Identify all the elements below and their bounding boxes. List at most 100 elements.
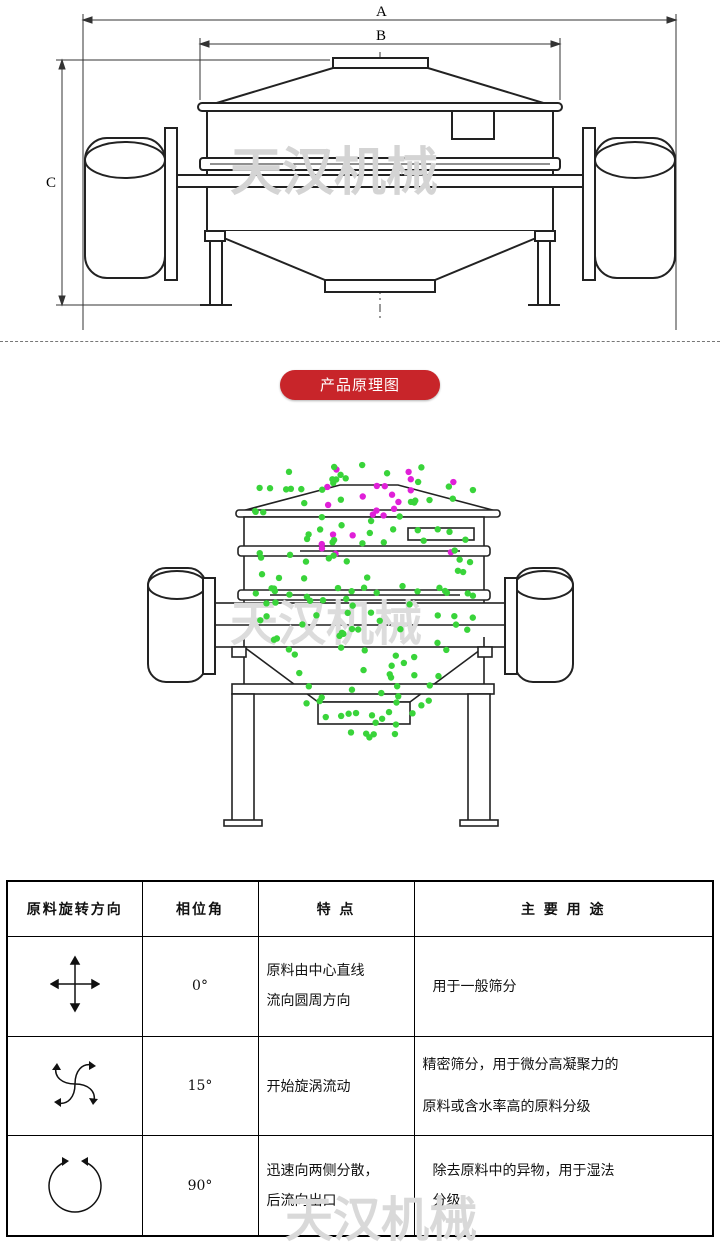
fine-particle [449,495,456,502]
fine-particle [436,584,443,592]
fine-particle [348,686,356,693]
phase-angle-15: 15° [141,1035,259,1137]
fine-particle [414,526,421,534]
fine-particle [334,584,342,592]
fine-particle [435,672,442,680]
phase-angle-0: 0° [141,936,259,1037]
fine-particle [342,475,349,482]
sieve-body [174,57,586,306]
fine-particle [305,531,312,538]
fine-particle [298,485,305,493]
usage-line: 用于一般筛分 [432,979,517,996]
fine-particle [396,513,403,520]
oversize-particle [318,545,326,552]
usage-line: 精密筛分，用于微分高凝聚力的 [422,1056,619,1073]
fine-particle [330,463,338,471]
fine-particle [316,526,324,533]
fine-particle [358,461,366,469]
phase-angle-90: 90° [141,1135,259,1237]
fine-particle [451,547,458,554]
fine-particle [370,731,377,738]
fine-particle [409,710,416,717]
fine-particle [337,712,345,720]
mid-watermark: 天汉机械 [230,596,422,652]
right-motor [582,127,676,281]
oversize-particle [381,482,388,490]
fine-particle [325,555,333,562]
feature-cell: 开始旋涡流动 [257,1035,415,1137]
fine-particle [318,486,326,493]
header-features: 特 点 [257,880,415,937]
fine-particle [392,721,400,728]
fine-particle [456,556,463,563]
fine-particle [285,468,293,476]
fine-particle [426,496,433,504]
fine-particle [305,683,313,690]
fine-particle [345,710,352,717]
fine-particle [287,485,295,493]
fine-particle [464,626,471,633]
fine-particle [462,536,469,543]
fine-particle [378,689,385,697]
fine-particle [425,697,432,704]
fine-particle [452,621,460,628]
fine-particle [343,595,350,603]
fine-particle [260,509,267,516]
fine-particle [352,709,360,717]
oversize-particle [450,478,457,486]
fine-particle [372,719,379,726]
section-title-badge: 产品原理图 [280,370,440,400]
fine-particle [270,585,278,592]
dimension-c-label: C [46,175,56,191]
oversize-particle [373,482,381,490]
fine-particle [349,602,356,609]
fine-particle [318,694,325,701]
fine-particle [354,626,362,633]
fine-particle [266,485,274,492]
dimension-b-label: B [376,28,386,44]
fine-particle [406,601,413,608]
fine-particle [367,609,375,616]
oversize-particle [369,511,377,518]
usage-cell: 除去原料中的异物，用于湿法 分级 [413,1135,714,1237]
fine-particle [319,597,327,604]
header-phase-angle: 相位角 [141,880,259,937]
oversize-particle [329,531,337,538]
fine-particle [434,639,441,647]
left-motor [84,127,178,281]
fine-particle [322,713,329,721]
fine-particle [469,592,477,599]
fine-particle [282,486,290,493]
section-divider [0,341,720,342]
fine-particle [338,522,345,529]
fine-particle [343,558,350,565]
fine-particle [263,613,270,620]
fine-particle [418,464,425,471]
fine-particle [286,591,293,598]
feature-line: 后流向出口 [266,1192,337,1209]
oversize-particle [349,532,356,539]
fine-particle [257,554,265,561]
fine-particle [329,539,336,546]
usage-line: 除去原料中的异物，用于湿法 [432,1162,615,1179]
oversize-particle [405,468,412,476]
top-watermark: 天汉机械 [230,142,438,203]
fine-particle [443,646,450,654]
fine-particle [360,584,368,591]
fine-particle [286,551,294,559]
fine-particle [263,600,270,607]
feature-line: 流向圆周方向 [266,993,351,1010]
fine-particle [407,498,415,506]
four-way-arrows-icon [6,936,143,1037]
fine-particle [414,478,422,486]
fine-particle [434,526,441,533]
fine-particle [451,612,458,620]
fine-particle [361,647,368,654]
fine-particle [464,590,471,597]
fine-particle [313,612,320,619]
elevation-svg: A B C 天 [46,4,678,330]
fine-particle [344,609,351,617]
material-particles [251,461,477,741]
fine-particle [360,666,367,674]
fine-particle [291,651,298,658]
